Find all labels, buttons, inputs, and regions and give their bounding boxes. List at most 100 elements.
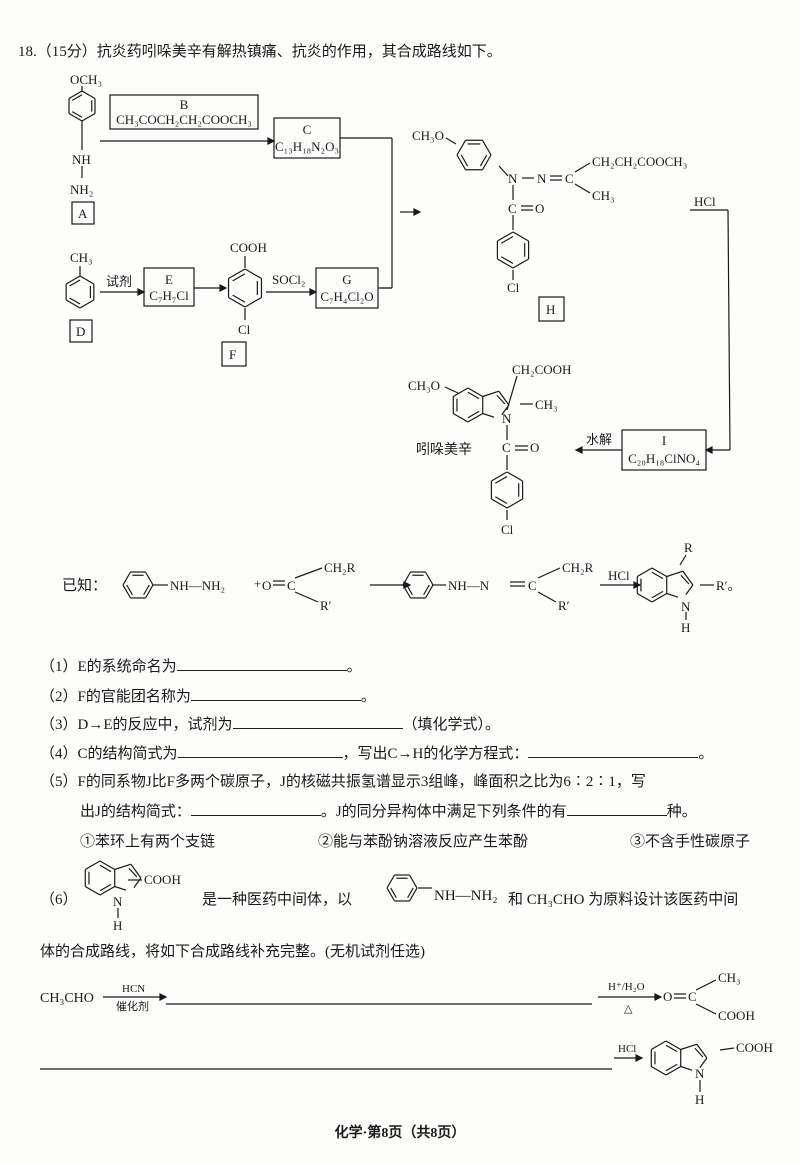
q6-n: N	[113, 894, 123, 909]
ring-double-bond	[99, 864, 112, 873]
ring-bond	[456, 154, 467, 171]
route-ch3: CH₃	[718, 970, 741, 985]
ring-bond	[144, 571, 154, 586]
ring-bond	[84, 860, 101, 871]
route-final-h: H	[695, 1092, 704, 1107]
ring-bond	[636, 567, 653, 578]
ring-double-bond	[665, 1063, 678, 1072]
compound-D-label: D	[76, 324, 85, 339]
ring-bond	[68, 90, 83, 100]
ring-double-bond	[407, 887, 414, 899]
known-o: O	[262, 578, 271, 593]
route-final-n: N	[695, 1066, 705, 1081]
q4-structure-blank[interactable]	[177, 743, 343, 758]
product-name: 吲哚美辛	[416, 442, 472, 458]
compound-G-formula: C₇H₄Cl₂O	[320, 289, 373, 304]
hcl-label: HCl	[694, 194, 716, 209]
ring-double-bond	[71, 94, 83, 101]
question-2: （2）F的官能团名称为。	[40, 685, 376, 706]
ring-bond	[424, 584, 434, 599]
ring-double-bond	[496, 394, 506, 405]
known-hydrazone: NH—N	[448, 578, 490, 593]
known-h: H	[681, 620, 690, 635]
ring-double-bond	[460, 154, 469, 167]
compound-I-label: I	[662, 433, 666, 448]
ring-bond	[651, 567, 668, 578]
product-cl: Cl	[501, 522, 514, 537]
ring-bond	[650, 1065, 667, 1076]
ring-double-bond	[467, 410, 480, 419]
H-c: C	[565, 171, 574, 186]
known-ch2r: CH₂R	[324, 560, 356, 575]
ring-bond	[512, 231, 529, 242]
ring-bond	[680, 1065, 693, 1071]
H-och3: CH₃O	[412, 128, 444, 143]
ring-bond	[680, 1043, 698, 1051]
compound-I-formula: C₂₀H₁₈ClNO₄	[628, 451, 700, 466]
H-cl: Cl	[507, 280, 520, 295]
ring-bond	[386, 887, 396, 902]
ring-double-bond	[495, 496, 508, 505]
ring-bond	[228, 296, 246, 308]
q5-count-blank[interactable]	[566, 801, 667, 816]
ring-bond	[467, 412, 484, 423]
product-och3: CH₃O	[408, 378, 440, 393]
ring-bond	[482, 390, 500, 398]
ring-bond	[491, 498, 508, 509]
ring-bond	[424, 571, 434, 586]
known-plus: +	[254, 576, 261, 591]
question-4: （4）C的结构简式为，写出C→H的化学方程式：。	[40, 742, 713, 763]
question-1: （1）E的系统命名为。	[40, 655, 362, 676]
ring-bond	[386, 874, 396, 889]
q5-mid: 。J的同分异构体中满足下列条件的有	[320, 804, 567, 820]
q4-equation-blank[interactable]	[528, 743, 699, 758]
q3-text: （3）D→E的反应中，试剂为	[40, 717, 233, 733]
compound-E-formula: C₇H₇Cl	[149, 288, 189, 303]
ring-bond	[228, 268, 246, 280]
question-5-line2: 出J的结构简式：。J的同分异构体中满足下列条件的有种。	[80, 800, 697, 821]
ring-bond	[491, 471, 508, 482]
ring-bond	[452, 387, 469, 398]
route-hcn: HCN	[122, 983, 145, 995]
ring-double-bond	[467, 391, 480, 400]
route-c: C	[688, 989, 697, 1004]
q6-h: H	[113, 918, 122, 933]
known-hcl: HCl	[608, 568, 630, 583]
ring-bond	[122, 571, 132, 586]
ring-bond	[497, 231, 514, 242]
known-nhnh2: NH—NH₂	[170, 578, 225, 593]
scheme-lines	[40, 86, 735, 1092]
reagent-label: 试剂	[106, 274, 132, 289]
ring-bond	[685, 584, 694, 595]
F-cooh: COOH	[230, 240, 267, 255]
route-o: O	[663, 989, 672, 1004]
ring-bond	[512, 258, 529, 269]
known-n: N	[681, 599, 691, 614]
known-rprime3: R′。	[716, 578, 741, 593]
ring-bond	[497, 258, 514, 269]
ring-bond	[666, 592, 679, 598]
q2-end: 。	[360, 689, 376, 705]
known-label: 已知：	[62, 577, 107, 594]
q3-answer-blank[interactable]	[232, 714, 403, 729]
ring-bond	[65, 299, 81, 309]
ring-double-bond	[501, 256, 514, 265]
question-3: （3）D→E的反应中，试剂为（填化学式）。	[40, 713, 500, 734]
condition-2: ②能与苯酚钠溶液反应产生苯酚	[318, 834, 529, 850]
known-c: C	[287, 578, 296, 593]
route-catalyst: 催化剂	[116, 999, 149, 1013]
H-co-c: C	[508, 201, 517, 216]
question-5-line1: （5）F的同系物J比F多两个碳原子，J的核磁共振氢谱显示3组峰，峰面积之比为6∶…	[40, 774, 646, 790]
socl2-label: SOCl₂	[272, 272, 305, 287]
ring-double-bond	[665, 1044, 678, 1053]
compound-C-formula: C₁₃H₁₈N₂O₃	[275, 139, 339, 154]
ring-bond	[81, 90, 96, 100]
product-ch3: CH₃	[535, 397, 558, 412]
q4-mid: ，写出C→H的化学方程式：	[342, 746, 529, 762]
q6-text2: 和 CH₃CHO 为原料设计该医药中间	[508, 892, 739, 908]
q5-structure-blank[interactable]	[190, 801, 321, 816]
q1-answer-blank[interactable]	[176, 656, 347, 671]
ring-double-bond	[390, 887, 397, 899]
q2-answer-blank[interactable]	[190, 686, 361, 701]
compound-B-formula: CH₃COCH₂CH₂COOCH₃	[116, 112, 252, 127]
